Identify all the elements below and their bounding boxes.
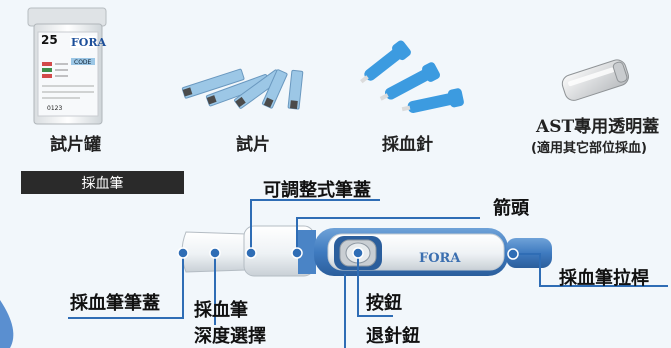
callout-lines — [68, 199, 668, 348]
device-brand-text: FORA — [419, 251, 461, 266]
vial-caption: 試片罐 — [50, 135, 101, 155]
test-strip-vial-image — [27, 7, 107, 125]
label-press-button: 按鈕 — [366, 293, 402, 314]
leader-pen-cap — [68, 253, 184, 319]
vial-code-text: CODE — [74, 59, 92, 66]
label-pen-cap: 採血筆筆蓋 — [70, 293, 160, 314]
section-title: 採血筆 — [81, 175, 124, 192]
callout-dots — [177, 247, 519, 260]
lancets-image — [360, 40, 464, 113]
label-eject-button: 退針鈕 — [366, 326, 420, 347]
leader-adjustable-cap — [250, 199, 380, 253]
ast-cap-caption: AST專用透明蓋 — [536, 117, 660, 137]
vial-ce-text: 0123 — [47, 105, 62, 112]
leader-lever — [513, 253, 668, 287]
corner-accent — [0, 300, 14, 348]
label-depth-line1: 採血筆 — [194, 300, 248, 321]
leader-press-button — [357, 253, 393, 317]
label-adjustable-cap: 可調整式筆蓋 — [263, 180, 371, 201]
vial-brand-text: FORA — [71, 36, 107, 49]
ast-cap-subcaption: (適用其它部位採血) — [531, 141, 647, 156]
ast-clear-cap-image — [561, 59, 629, 101]
vial-count-text: 25 — [41, 33, 58, 47]
test-strips-image — [181, 68, 304, 110]
lancet-caption: 採血針 — [382, 135, 433, 155]
label-lever: 採血筆拉桿 — [559, 268, 649, 289]
leader-arrow-tip — [296, 217, 480, 253]
section-header-lancing-device: 採血筆 — [21, 171, 184, 194]
label-depth-line2: 深度選擇 — [194, 326, 266, 347]
lancing-device-image — [181, 225, 552, 277]
strip-caption: 試片 — [236, 135, 270, 155]
label-arrow-tip: 箭頭 — [493, 198, 529, 219]
